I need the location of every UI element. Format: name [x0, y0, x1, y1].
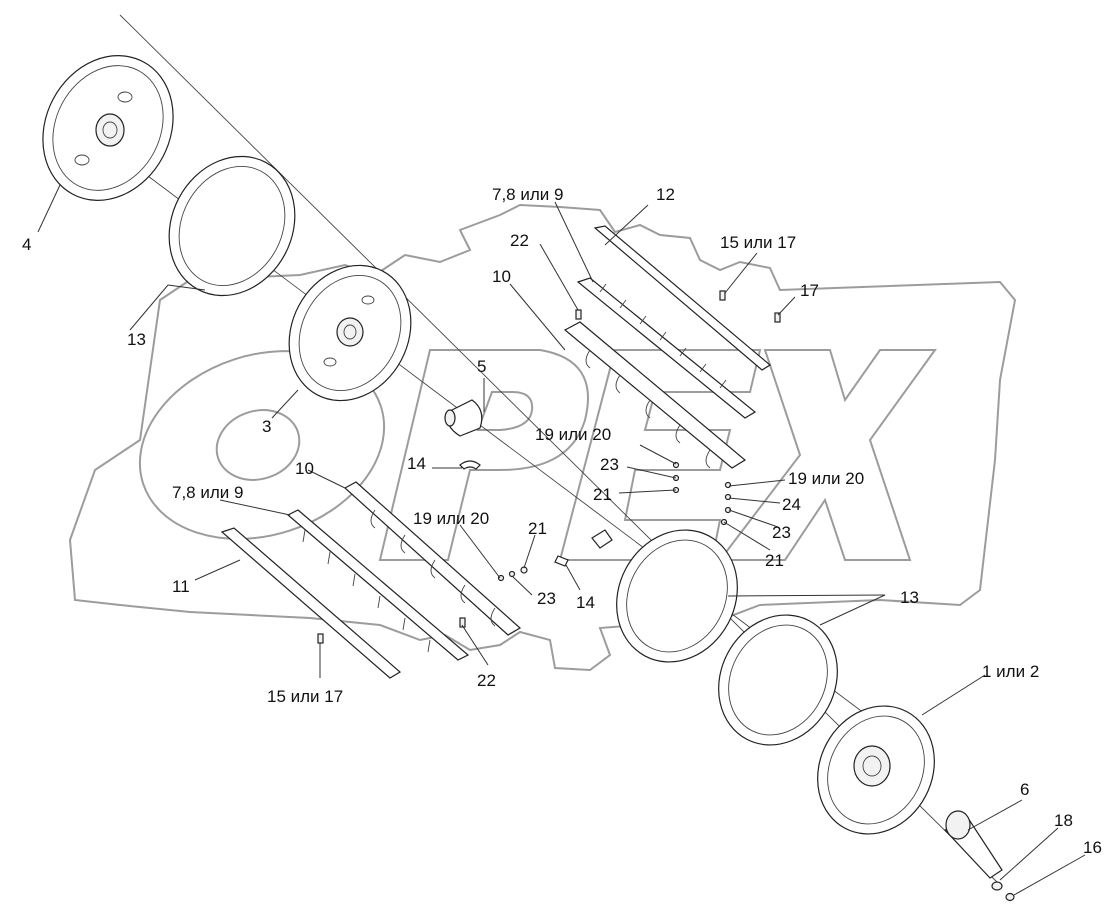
callout-14-upper: 14	[407, 454, 426, 473]
callout-labels: 4 13 3 5 10 22 7,8 или 9 12 15 или 17 17…	[22, 185, 1102, 857]
part-12-bar	[593, 225, 772, 371]
callout-19-20-lower: 19 или 20	[413, 509, 489, 528]
callout-4: 4	[22, 235, 31, 254]
callout-18: 18	[1054, 811, 1073, 830]
callout-22-upper: 22	[510, 231, 529, 250]
callout-17: 17	[800, 281, 819, 300]
callout-23-upper: 23	[600, 455, 619, 474]
callout-21-right: 21	[765, 551, 784, 570]
watermark-letter-e	[558, 349, 762, 561]
part-6-shaft	[944, 810, 1003, 879]
callout-19-20-upper: 19 или 20	[535, 425, 611, 444]
callout-10-upper: 10	[492, 267, 511, 286]
callout-23-lower: 23	[537, 589, 556, 608]
part-13-ring-lower-a	[616, 529, 738, 663]
part-14-clip-upper	[459, 460, 481, 470]
part-1-or-2-hub-disc	[817, 705, 935, 835]
part-18-washer	[991, 881, 1003, 891]
callout-21-upper: 21	[593, 485, 612, 504]
callout-15-17-upper: 15 или 17	[720, 233, 796, 252]
callout-12: 12	[656, 185, 675, 204]
part-14-clip-lower	[554, 555, 569, 567]
callout-21-lower: 21	[528, 519, 547, 538]
callout-13-lower: 13	[900, 588, 919, 607]
watermark	[68, 203, 1017, 672]
callout-11: 11	[172, 577, 190, 596]
callout-24: 24	[782, 495, 801, 514]
part-11-bar	[220, 527, 402, 679]
callout-7-8-9-upper: 7,8 или 9	[492, 185, 563, 204]
callout-7-8-9-lower: 7,8 или 9	[172, 483, 243, 502]
callout-15-17-lower: 15 или 17	[267, 687, 343, 706]
callout-10-lower: 10	[295, 459, 314, 478]
part-13-ring-upper	[168, 155, 296, 297]
callout-3: 3	[262, 417, 271, 436]
callout-23-right: 23	[772, 523, 791, 542]
callout-16: 16	[1083, 838, 1102, 857]
watermark-letter-p	[378, 349, 589, 561]
part-7-8-9-knife-upper	[576, 277, 757, 419]
part-10-beam-upper	[563, 321, 747, 469]
part-4-end-disc	[42, 55, 174, 201]
part-5-sleeve	[444, 399, 483, 437]
callout-1-or-2: 1 или 2	[982, 662, 1039, 681]
center-pin	[591, 529, 613, 549]
callout-22-lower: 22	[477, 671, 496, 690]
callout-6: 6	[1020, 780, 1029, 799]
watermark-letter-o-outer	[138, 350, 386, 540]
part-13-ring-lower-b	[718, 614, 838, 746]
part-16-nut	[1005, 892, 1015, 902]
part-3-disc	[288, 264, 412, 402]
callout-14-lower: 14	[576, 593, 595, 612]
watermark-letter-x	[717, 349, 937, 561]
part-10-beam-lower	[343, 481, 522, 636]
callout-5: 5	[477, 357, 486, 376]
callout-13-upper: 13	[127, 330, 146, 349]
leader-lines	[37, 184, 1086, 896]
watermark-letter-o-inner	[215, 409, 301, 481]
watermark-gear-outline	[68, 203, 1017, 672]
callout-19-20-right: 19 или 20	[788, 469, 864, 488]
part-7-8-9-knife-lower	[286, 509, 470, 661]
